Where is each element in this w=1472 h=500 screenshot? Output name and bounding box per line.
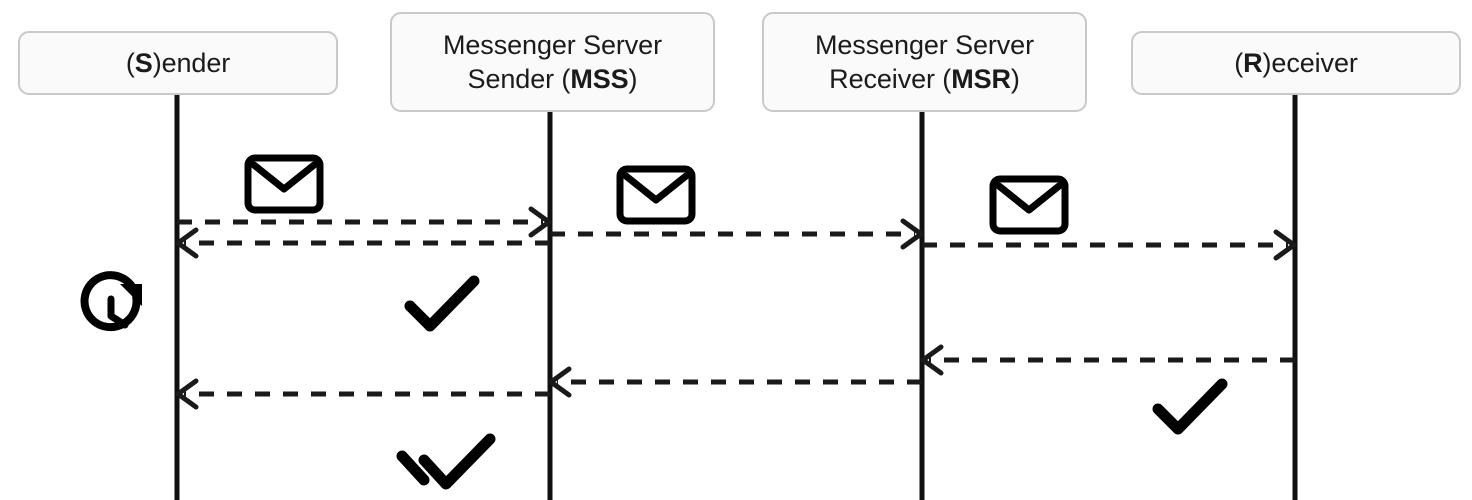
arrowhead-right-receiver — [1273, 229, 1297, 261]
icons-group — [85, 158, 1222, 484]
messages-group — [177, 219, 1295, 397]
actor-box-sender[interactable]: (S)ender — [18, 31, 338, 95]
arrowhead-left-sender-ack — [175, 227, 199, 259]
lifelines-group — [174, 95, 1298, 500]
actor-label-receiver: (R)eceiver — [1234, 48, 1358, 78]
double-check-icon — [402, 439, 490, 484]
actor-box-receiver[interactable]: (R)eceiver — [1131, 31, 1461, 95]
single-check-icon — [1158, 384, 1222, 429]
actor-label-sender: (S)ender — [125, 48, 231, 78]
single-check-icon — [410, 281, 474, 326]
arrowheads-group — [175, 206, 1297, 410]
envelope-icon — [248, 158, 320, 210]
arrowhead-left-mss-ack — [548, 366, 572, 398]
retry-clock-icon — [85, 275, 142, 327]
envelope-icon — [620, 169, 692, 221]
arrowhead-left-sender-delivered — [175, 378, 199, 410]
envelope-icon — [993, 179, 1065, 231]
arrowhead-right-msr — [900, 218, 924, 250]
arrowhead-right-mss-top — [528, 206, 552, 238]
arrowhead-left-msr-from-receiver — [920, 344, 944, 376]
